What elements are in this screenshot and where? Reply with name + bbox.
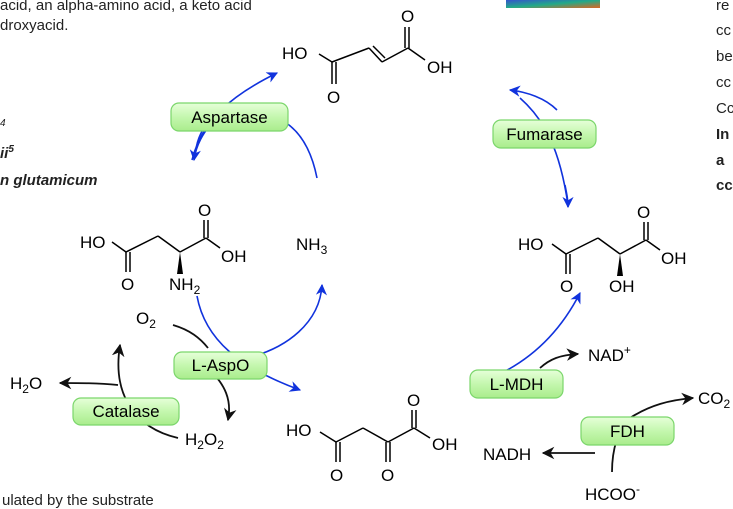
arrow-laspo-to-ammonia bbox=[237, 283, 328, 361]
malate-o-top: O bbox=[637, 203, 650, 222]
arrow-oxygen-in bbox=[172, 324, 209, 349]
oxaloacetate-o-left: O bbox=[330, 466, 343, 485]
malate-oh-right: OH bbox=[661, 249, 687, 268]
nadh: NADH bbox=[483, 445, 531, 464]
enzyme-lmdh-box bbox=[469, 369, 564, 399]
enzyme-fumarase-label: Fumarase bbox=[506, 125, 583, 144]
malate-ho: HO bbox=[518, 235, 544, 254]
aspartate-wedge-bond bbox=[177, 252, 183, 274]
hydrogen-peroxide: H2O2 bbox=[185, 430, 224, 452]
water: H2O bbox=[10, 374, 42, 396]
superscript-five: 5 bbox=[8, 144, 14, 155]
paragraph-fragment-bottom: ulated by the substrate bbox=[2, 492, 154, 509]
organism-fragment-b: n glutamicum bbox=[0, 172, 98, 189]
enzyme-catalase: Catalase bbox=[72, 397, 180, 426]
oxaloacetate-structure bbox=[319, 410, 431, 462]
aspartate-ho: HO bbox=[80, 233, 106, 252]
right-col-6: a bbox=[716, 152, 725, 169]
enzyme-fdh-box bbox=[580, 416, 675, 446]
right-col-2: be bbox=[716, 48, 733, 65]
enzyme-fumarase: Fumarase bbox=[492, 119, 597, 149]
malate-o-bottom: O bbox=[560, 277, 573, 296]
organism-fragment-a: ii5 bbox=[0, 144, 14, 162]
oxaloacetate-o-middle: O bbox=[381, 466, 394, 485]
formate: HCOO- bbox=[585, 482, 640, 504]
aspartate-structure bbox=[111, 220, 221, 272]
aspartate-o-top: O bbox=[198, 201, 211, 220]
enzyme-lmdh-label: L-MDH bbox=[490, 375, 544, 394]
aspartate-amine: NH2 bbox=[169, 275, 201, 297]
right-col-7: cc bbox=[716, 177, 733, 194]
enzyme-fdh: FDH bbox=[580, 416, 675, 446]
arrow-malate-to-fumarate bbox=[508, 85, 558, 111]
arrow-nad-out bbox=[539, 348, 580, 369]
malate-structure bbox=[551, 222, 661, 274]
nad-plus: NAD+ bbox=[588, 343, 631, 365]
malate-wedge-bond bbox=[617, 254, 623, 276]
oxaloacetate-oh: OH bbox=[432, 435, 458, 454]
arrow-catalase-to-water bbox=[58, 376, 119, 390]
paragraph-fragment-top-1: acid, an alpha-amino acid, a keto acid bbox=[0, 0, 252, 14]
enzyme-catalase-label: Catalase bbox=[92, 402, 159, 421]
enzyme-laspo-box bbox=[173, 351, 268, 380]
paragraph-fragment-top-2: droxyacid. bbox=[0, 17, 69, 34]
ammonia: NH3 bbox=[296, 235, 328, 257]
enzyme-laspo: L-AspO bbox=[173, 351, 268, 380]
aspartate-oh: OH bbox=[221, 247, 247, 266]
fumarate-structure bbox=[318, 27, 426, 84]
right-col-5: In bbox=[716, 126, 730, 143]
enzyme-aspartase-label: Aspartase bbox=[191, 108, 268, 127]
oxaloacetate-ho: HO bbox=[286, 421, 312, 440]
enzyme-aspartase-box bbox=[170, 102, 289, 132]
oxaloacetate-o-top: O bbox=[407, 391, 420, 410]
figure-thumbnail bbox=[506, 0, 600, 8]
right-col-0: re bbox=[716, 0, 730, 14]
enzyme-aspartase: Aspartase bbox=[170, 102, 289, 132]
arrow-fumarate-to-malate bbox=[562, 184, 574, 209]
fumarate-o-bottom: O bbox=[327, 88, 340, 107]
oxygen: O2 bbox=[136, 309, 156, 331]
enzyme-fdh-label: FDH bbox=[610, 422, 645, 441]
aspartate-o-bottom: O bbox=[121, 275, 134, 294]
enzyme-lmdh: L-MDH bbox=[469, 369, 564, 399]
fumarate-ho: HO bbox=[282, 44, 308, 63]
superscript-four: 4 bbox=[0, 118, 6, 129]
right-col-1: cc bbox=[716, 22, 731, 39]
fumarate-oh: OH bbox=[427, 58, 453, 77]
carbon-dioxide: CO2 bbox=[698, 389, 731, 411]
arrow-fumarate-to-malate-line bbox=[519, 97, 569, 206]
enzyme-fumarase-box bbox=[492, 119, 597, 149]
right-col-3: cc bbox=[716, 74, 731, 91]
right-col-4: Cc bbox=[716, 100, 733, 117]
enzyme-laspo-label: L-AspO bbox=[192, 356, 250, 375]
arrow-aspartate-to-oxaloacetate bbox=[196, 295, 302, 392]
malate-oh-bottom: OH bbox=[609, 277, 635, 296]
organism-fragment-a-text: ii bbox=[0, 145, 9, 162]
enzyme-catalase-box bbox=[72, 397, 180, 426]
fumarate-o-top: O bbox=[401, 7, 414, 26]
